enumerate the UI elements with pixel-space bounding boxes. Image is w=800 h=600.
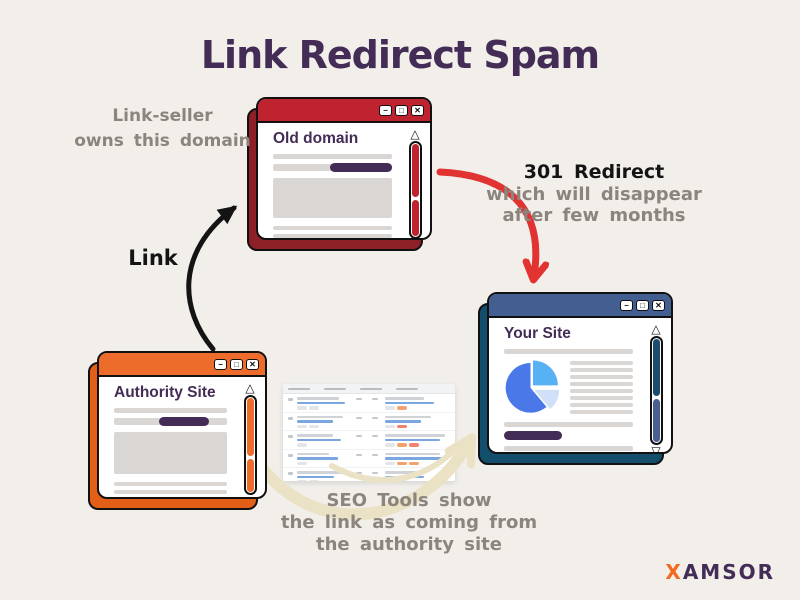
link-label: Link: [128, 246, 178, 270]
titlebar: − □ ✕: [489, 294, 671, 318]
redirect-heading: 301 Redirect: [523, 161, 665, 183]
scroll-thumb[interactable]: [246, 459, 254, 492]
scrollbar[interactable]: △ ▽: [242, 381, 258, 497]
scroll-thumb[interactable]: [246, 398, 254, 457]
text-placeholder: [504, 446, 633, 451]
scroll-up-icon[interactable]: △: [245, 381, 255, 395]
text-placeholder: [273, 226, 392, 230]
seo-table-row: [283, 450, 455, 468]
scroll-down-icon[interactable]: ▽: [245, 495, 254, 497]
your-site-title: Your Site: [504, 325, 571, 342]
text-placeholder: [114, 498, 227, 499]
content-placeholder: [273, 178, 392, 218]
scrollbar[interactable]: △ ▽: [407, 127, 423, 238]
old-domain-window: − □ ✕ Old domain △: [247, 97, 432, 251]
close-icon[interactable]: ✕: [652, 299, 665, 311]
maximize-icon[interactable]: □: [230, 358, 243, 370]
seo-table-row: [283, 431, 455, 450]
maximize-icon[interactable]: □: [395, 104, 408, 116]
text-placeholder: [570, 359, 633, 417]
text-placeholder: [273, 154, 392, 159]
seo-tools-label: SEO Tools show the link as coming from t…: [280, 490, 538, 555]
highlighted-link: [159, 417, 209, 426]
authority-site-window: − □ ✕ Authority Site △: [88, 351, 267, 510]
highlighted-link: [330, 163, 392, 172]
text-placeholder: [504, 349, 633, 354]
scroll-thumb[interactable]: [411, 200, 419, 236]
titlebar: − □ ✕: [258, 99, 430, 123]
scroll-track[interactable]: [649, 336, 663, 445]
seo-table-row: [283, 413, 455, 431]
old-domain-title: Old domain: [273, 130, 359, 147]
scroll-thumb[interactable]: [411, 144, 419, 198]
pie-chart: [505, 360, 560, 413]
text-placeholder: [504, 422, 633, 427]
text-placeholder: [273, 234, 392, 238]
close-icon[interactable]: ✕: [246, 358, 259, 370]
text-placeholder: [504, 431, 633, 440]
highlighted-link: [504, 431, 563, 440]
minimize-icon[interactable]: −: [379, 104, 392, 116]
seo-table-row: [283, 468, 455, 481]
scroll-thumb[interactable]: [652, 339, 660, 396]
logo-x: X: [665, 560, 683, 584]
scroll-thumb[interactable]: [652, 398, 660, 442]
link-seller-label: Link-seller owns this domain: [74, 106, 251, 151]
redirect-label: 301 Redirect which will disappear after …: [468, 161, 720, 227]
scroll-track[interactable]: [408, 141, 422, 238]
scroll-up-icon[interactable]: △: [410, 127, 420, 141]
seo-table-row: [283, 394, 455, 413]
text-placeholder: [114, 482, 227, 486]
link-arrow: [186, 205, 238, 352]
content-placeholder: [114, 432, 227, 474]
seo-table-header: [283, 384, 455, 394]
text-placeholder: [114, 490, 227, 494]
minimize-icon[interactable]: −: [620, 299, 633, 311]
text-placeholder: [114, 417, 227, 426]
seo-tool-screenshot: [283, 384, 455, 481]
your-site-window: − □ ✕ Your Site: [478, 292, 673, 465]
page-title: Link Redirect Spam: [200, 33, 600, 78]
titlebar: − □ ✕: [99, 353, 265, 377]
xamsor-logo: XAMSOR: [665, 560, 775, 584]
text-placeholder: [273, 163, 392, 172]
logo-text: AMSOR: [682, 560, 775, 584]
scroll-track[interactable]: [243, 395, 257, 495]
close-icon[interactable]: ✕: [411, 104, 424, 116]
scrollbar[interactable]: △ ▽: [648, 322, 664, 454]
scroll-up-icon[interactable]: △: [651, 322, 661, 336]
maximize-icon[interactable]: □: [636, 299, 649, 311]
scroll-down-icon[interactable]: ▽: [651, 444, 661, 454]
text-placeholder: [114, 408, 227, 413]
authority-site-title: Authority Site: [114, 384, 216, 401]
minimize-icon[interactable]: −: [214, 358, 227, 370]
